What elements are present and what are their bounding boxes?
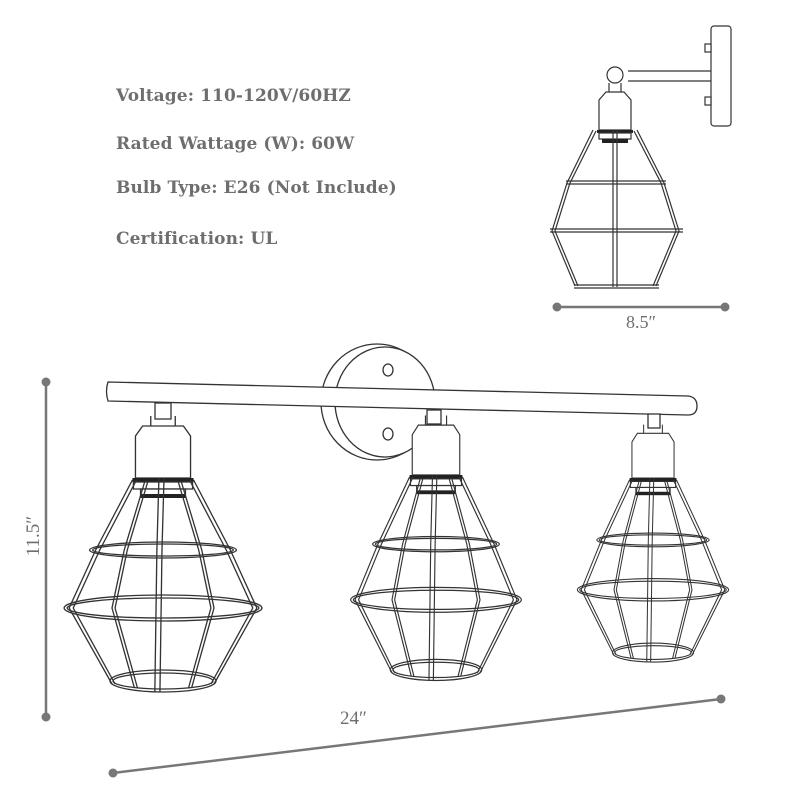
spec-voltage: Voltage: 110-120V/60HZ [116,86,351,106]
cage-shade-right [576,424,730,663]
side-depth-dimension-line [552,302,730,312]
spec-wattage: Rated Wattage (W): 60W [116,134,355,154]
front-view-drawing [63,343,730,693]
cage-shade-left [63,415,263,693]
width-dimension-line [108,694,726,778]
side-view-drawing [550,25,732,289]
spec-bulb-type: Bulb Type: E26 (Not Include) [116,178,397,198]
height-dimension-line [41,377,51,722]
side-depth-label: 8.5″ [626,312,656,332]
height-label: 11.5″ [23,515,45,557]
spec-certification: Certification: UL [116,229,278,249]
width-label: 24″ [340,708,367,729]
